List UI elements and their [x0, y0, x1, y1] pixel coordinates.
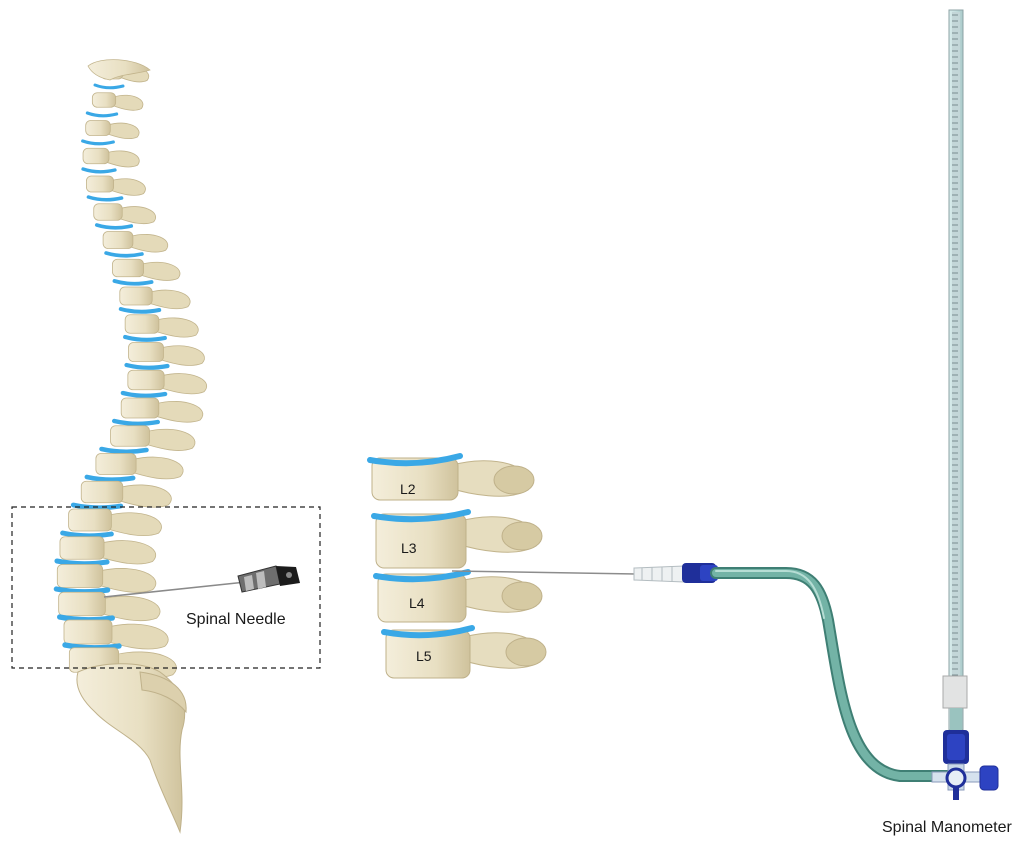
intervertebral-disc [83, 169, 115, 172]
vertebra-process [108, 123, 139, 139]
spinal-manometer-label: Spinal Manometer [882, 819, 1012, 837]
vertebra-body [96, 454, 136, 475]
vertebra-process [119, 485, 172, 507]
intervertebral-disc [114, 281, 151, 284]
vertebra-body [57, 565, 102, 588]
vertebra-body [59, 592, 106, 616]
vertebra-process [140, 262, 180, 280]
intervertebral-disc [87, 477, 133, 480]
intervertebral-disc [127, 365, 168, 368]
vertebra-label-l4: L4 [409, 595, 425, 611]
intervertebral-disc [114, 421, 158, 424]
vertebra-body [86, 121, 111, 136]
spine-illustration [56, 60, 206, 678]
vertebra-process [130, 234, 168, 252]
closeup-vertebra-body [376, 514, 466, 568]
vertebra-body [111, 426, 150, 447]
vertebra-body [129, 343, 164, 362]
vertebra-process [155, 318, 198, 337]
vertebra-process [160, 346, 204, 366]
vertebra-body [83, 148, 109, 164]
vertebra-process [155, 401, 203, 422]
vertebra-body [94, 204, 123, 221]
vertebra-body [60, 537, 104, 560]
intervertebral-disc [95, 85, 123, 88]
vertebra-process [111, 179, 146, 196]
intervertebral-disc [87, 113, 116, 116]
vertebra-label-l5: L5 [416, 648, 432, 664]
lumbar-closeup [370, 456, 546, 678]
vertebra-body [81, 481, 123, 503]
vertebra-body [128, 370, 164, 390]
closeup-spinous-process [494, 466, 534, 494]
closeup-spinous-process [502, 582, 542, 610]
vertebra-process [119, 207, 155, 224]
intervertebral-disc [63, 533, 112, 536]
vertebra-process [146, 429, 195, 450]
intervertebral-disc [60, 617, 113, 620]
vertebra-body [64, 620, 112, 644]
vertebra-label-l3: L3 [401, 540, 417, 556]
vertebra-body [125, 315, 159, 334]
vertebra-process [113, 95, 143, 110]
vertebra-body [69, 509, 112, 531]
vertebra-label-l2: L2 [400, 481, 416, 497]
intervertebral-disc [97, 225, 132, 228]
intervertebral-disc [56, 589, 107, 592]
spinal-needle-label: Spinal Needle [186, 611, 286, 629]
vertebra-body [112, 259, 143, 277]
manometer-tubing [716, 571, 950, 776]
vertebra-body [120, 287, 152, 305]
vertebra-process [132, 457, 183, 479]
closeup-spinous-process [506, 638, 546, 666]
intervertebral-disc [125, 337, 165, 340]
vertebra-body [86, 176, 113, 192]
closeup-spinous-process [502, 522, 542, 550]
vertebra-process [149, 290, 190, 309]
intervertebral-disc [121, 309, 159, 312]
intervertebral-disc [88, 197, 121, 200]
vertebra-process [161, 374, 207, 394]
vertebra-process [106, 151, 139, 167]
intervertebral-disc [123, 393, 165, 396]
spinal-manometer [932, 10, 998, 800]
vertebra-body [92, 93, 115, 108]
vertebra-process [107, 513, 161, 536]
vertebra-body [103, 232, 133, 249]
intervertebral-disc [83, 141, 114, 144]
vertebra-body [121, 398, 159, 418]
intervertebral-disc [106, 253, 142, 256]
intervertebral-disc [57, 561, 107, 564]
intervertebral-disc [102, 449, 147, 452]
